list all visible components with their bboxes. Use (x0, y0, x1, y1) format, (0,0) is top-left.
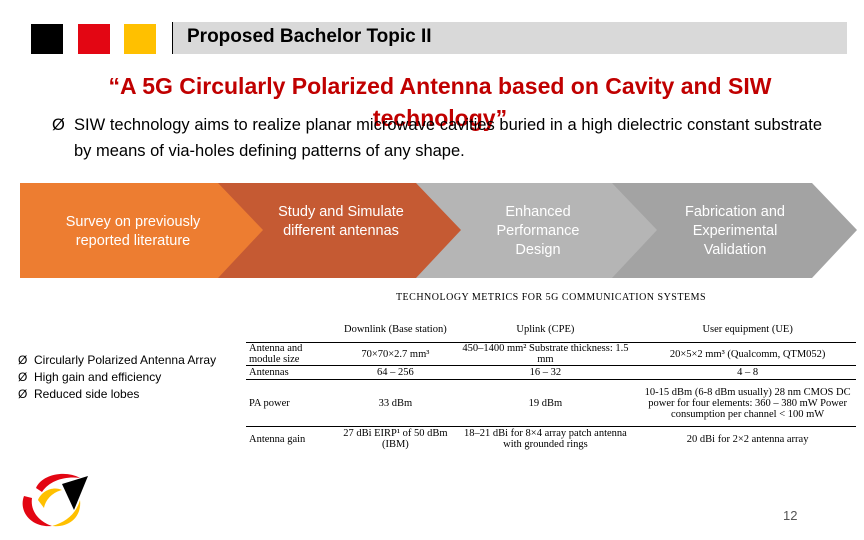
table-row: Antenna gain 27 dBi EIRP¹ of 50 dBm (IBM… (246, 427, 856, 452)
table-row: Antennas 64 – 256 16 – 32 4 – 8 (246, 365, 856, 380)
table-cell: 450–1400 mm² Substrate thickness: 1.5 mm (451, 342, 640, 366)
black-square (31, 24, 63, 54)
step-2-label: Study and Simulate different antennas (278, 204, 404, 239)
step-4-label: Fabrication and Experimental Validation (685, 204, 785, 258)
arrow-bullet-icon: Ø (18, 370, 28, 384)
table-header: User equipment (UE) (639, 316, 856, 343)
siw-bullet: Ø SIW technology aims to realize planar … (52, 112, 822, 164)
table-cell: 33 dBm (339, 379, 452, 427)
red-square (78, 24, 110, 54)
table-cell: 64 – 256 (339, 365, 452, 380)
table-cell: 18–21 dBi for 8×4 array patch antenna wi… (464, 428, 627, 450)
metrics-table-figure: TECHNOLOGY METRICS FOR 5G COMMUNICATION … (246, 292, 856, 454)
table-cell: 19 dBm (451, 379, 640, 427)
chevron-step-3 (416, 183, 659, 278)
chevron-step-2 (218, 183, 463, 278)
headline: “A 5G Circularly Polarized Antenna based… (108, 73, 772, 131)
step-1-label: Survey on previously reported literature (65, 214, 201, 249)
table-header (246, 316, 340, 343)
table-cell: 20 dBi for 2×2 antenna array (686, 433, 809, 445)
table-cell: PA power (246, 379, 340, 427)
siw-bullet-text: SIW technology aims to realize planar mi… (74, 116, 822, 160)
arrow-bullet-icon: Ø (52, 116, 65, 134)
table-cell: Antenna gain (249, 433, 306, 445)
chevron-step-1 (20, 183, 265, 278)
page-number: 12 (783, 508, 798, 523)
page-title: Proposed Bachelor Topic II (187, 26, 432, 47)
table-caption: TECHNOLOGY METRICS FOR 5G COMMUNICATION … (395, 292, 707, 303)
table-cell: 16 – 32 (451, 365, 640, 380)
table-row: Antenna and module size 70×70×2.7 mm³ 45… (246, 342, 856, 366)
arrow-bullet-icon: Ø (18, 353, 28, 367)
metrics-table: Downlink (Base station) Uplink (CPE) Use… (246, 316, 856, 451)
arrow-bullet-icon: Ø (18, 387, 28, 401)
yellow-square (124, 24, 156, 54)
table-cell: 10-15 dBm (6-8 dBm usually) 28 nm CMOS D… (639, 379, 856, 427)
table-cell: 27 dBi EIRP¹ of 50 dBm (IBM) (343, 428, 448, 450)
title-bar: Proposed Bachelor Topic II (172, 22, 847, 54)
table-cell: Antenna and module size (246, 342, 340, 366)
table-cell: 20×5×2 mm³ (Qualcomm, QTM052) (639, 342, 856, 366)
table-cell: 70×70×2.7 mm³ (339, 342, 452, 366)
table-header-row: Downlink (Base station) Uplink (CPE) Use… (246, 316, 856, 343)
table-cell: Antennas (246, 365, 340, 380)
table-header: Uplink (CPE) (451, 316, 640, 343)
table-row: PA power 33 dBm 19 dBm 10-15 dBm (6-8 dB… (246, 379, 856, 427)
chevron-step-4 (612, 183, 857, 278)
table-cell: 4 – 8 (639, 365, 856, 380)
table-header: Downlink (Base station) (339, 316, 452, 343)
step-3-label: Enhanced Performance Design (496, 204, 580, 258)
university-logo-icon (22, 473, 88, 527)
